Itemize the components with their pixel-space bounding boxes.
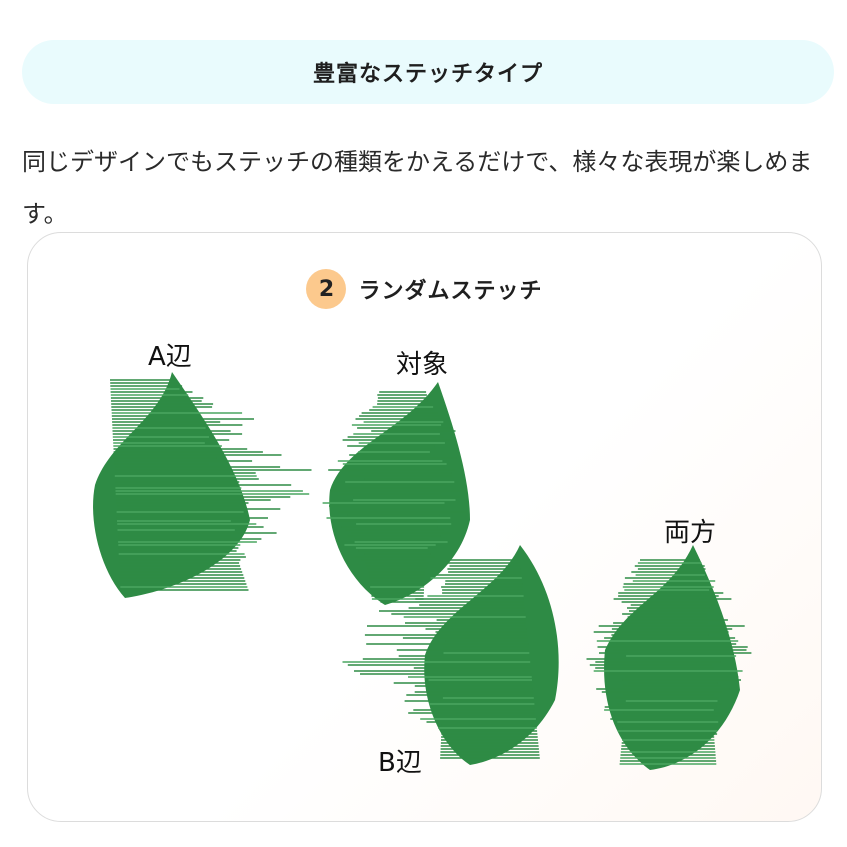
card-title-row: 2 ランダムステッチ <box>28 269 821 309</box>
leaf-a-edge <box>93 372 312 598</box>
label-both: 両方 <box>664 518 717 548</box>
leaf-b-edge <box>342 545 559 765</box>
leaf-target <box>322 382 470 605</box>
section-header: 豊富なステッチタイプ <box>22 40 834 104</box>
number-badge: 2 <box>306 269 347 309</box>
leaf-both <box>586 545 752 770</box>
label-b-edge: B辺 <box>378 748 422 778</box>
label-target: 対象 <box>396 350 449 380</box>
section-title: 豊富なステッチタイプ <box>312 62 543 87</box>
label-a-edge: A辺 <box>148 342 192 372</box>
intro-text: 同じデザインでもステッチの種類をかえるだけで、様々な表現が楽しめます。 <box>22 148 813 228</box>
card-title: ランダムステッチ <box>358 279 543 304</box>
